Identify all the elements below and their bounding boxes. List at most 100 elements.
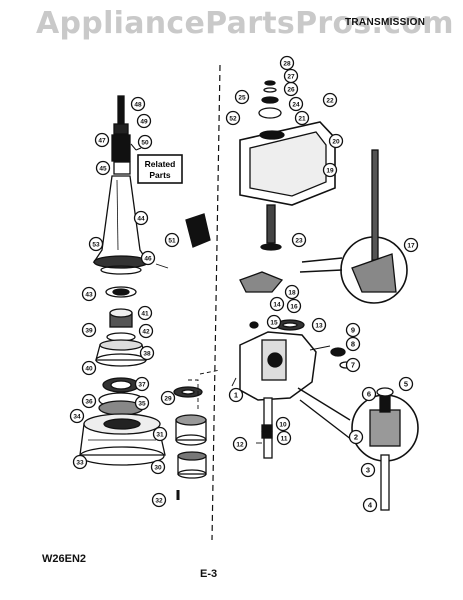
- page-number: E-3: [200, 568, 218, 580]
- divider-line: [211, 64, 221, 541]
- agitator-shaft-assembly: [79, 95, 166, 466]
- callout-5: 5: [398, 376, 414, 392]
- callout-21: 21: [294, 110, 310, 126]
- callout-number: 8: [351, 340, 355, 349]
- callout-7: 7: [345, 357, 361, 373]
- callout-26: 26: [283, 81, 299, 97]
- callout-circle: [137, 134, 153, 150]
- callout-circle: [137, 305, 153, 321]
- callout-circle: [322, 92, 338, 108]
- callout-number: 32: [155, 498, 163, 505]
- callout-number: 46: [144, 256, 152, 263]
- callout-12: 12: [232, 436, 248, 452]
- callout-number: 1: [234, 391, 238, 400]
- related-parts-box: [137, 154, 183, 184]
- related-parts-label-line1: Related: [145, 159, 176, 169]
- callout-45: 45: [95, 160, 111, 176]
- callout-circle: [160, 390, 176, 406]
- callout-number: 25: [238, 95, 246, 102]
- callout-number: 14: [273, 302, 281, 309]
- callout-32: 32: [151, 492, 167, 508]
- callout-number: 13: [315, 323, 323, 330]
- callout-53: 53: [88, 236, 104, 252]
- callout-number: 38: [143, 351, 151, 358]
- callout-18: 18: [284, 284, 300, 300]
- callout-circle: [360, 462, 376, 478]
- callout-circle: [81, 322, 97, 338]
- callout-16: 16: [286, 298, 302, 314]
- callout-circle: [311, 317, 327, 333]
- callout-20: 20: [328, 133, 344, 149]
- callout-circle: [72, 454, 88, 470]
- callout-circle: [164, 232, 180, 248]
- callout-22: 22: [322, 92, 338, 108]
- callout-number: 2: [354, 433, 358, 442]
- callout-circle: [81, 360, 97, 376]
- callout-1: 1: [228, 387, 244, 403]
- callout-circle: [269, 296, 285, 312]
- callout-number: 9: [351, 326, 355, 335]
- callout-number: 27: [287, 74, 295, 81]
- callout-circle: [130, 96, 146, 112]
- callout-circle: [288, 96, 304, 112]
- callout-number: 51: [168, 238, 176, 245]
- callout-number: 11: [281, 436, 288, 443]
- callout-31: 31: [152, 426, 168, 442]
- callout-circle: [228, 387, 244, 403]
- callout-27: 27: [283, 68, 299, 84]
- related-parts-label-line2: Parts: [149, 170, 171, 180]
- callout-50: 50: [137, 134, 153, 150]
- callout-number: 45: [99, 166, 107, 173]
- callout-number: 28: [283, 61, 291, 68]
- callout-circle: [140, 250, 156, 266]
- callout-number: 20: [332, 139, 340, 146]
- callout-number: 17: [407, 243, 415, 250]
- callout-4: 4: [362, 497, 378, 513]
- callout-number: 52: [229, 116, 237, 123]
- callout-number: 53: [92, 242, 100, 249]
- callout-49: 49: [136, 113, 152, 129]
- callout-circle: [234, 89, 250, 105]
- callout-number: 41: [141, 311, 149, 318]
- callout-circle: [88, 236, 104, 252]
- callout-10: 10: [275, 416, 291, 432]
- callout-circle: [225, 110, 241, 126]
- callout-46: 46: [140, 250, 156, 266]
- callout-circle: [403, 237, 419, 253]
- callout-13: 13: [311, 317, 327, 333]
- callout-circle: [286, 298, 302, 314]
- callout-circle: [361, 386, 377, 402]
- callout-circle: [345, 336, 361, 352]
- callout-number: 33: [76, 460, 84, 467]
- callout-number: 42: [142, 329, 150, 336]
- callout-number: 29: [164, 396, 172, 403]
- callout-circle: [134, 395, 150, 411]
- callout-41: 41: [137, 305, 153, 321]
- callout-number: 6: [367, 390, 371, 399]
- callout-circle: [95, 160, 111, 176]
- callout-number: 43: [85, 292, 93, 299]
- callout-number: 18: [288, 290, 296, 297]
- callout-14: 14: [269, 296, 285, 312]
- callout-17: 17: [403, 237, 419, 253]
- callout-2: 2: [348, 429, 364, 445]
- callout-23: 23: [291, 232, 307, 248]
- callout-circle: [398, 376, 414, 392]
- callout-circle: [138, 323, 154, 339]
- callout-34: 34: [69, 408, 85, 424]
- callout-number: 24: [292, 102, 300, 109]
- callout-number: 12: [236, 442, 244, 449]
- callout-44: 44: [133, 210, 149, 226]
- callout-number: 39: [85, 328, 93, 335]
- watermark: AppliancePartsPros.com: [36, 6, 454, 41]
- callout-number: 36: [85, 399, 93, 406]
- loose-parts-middle: [173, 213, 211, 500]
- callout-24: 24: [288, 96, 304, 112]
- transmission-cover: [239, 80, 336, 251]
- callout-29: 29: [160, 390, 176, 406]
- section-title: TRANSMISSION: [345, 17, 426, 28]
- callout-circle: [266, 314, 282, 330]
- callout-circle: [276, 430, 292, 446]
- callout-circle: [294, 110, 310, 126]
